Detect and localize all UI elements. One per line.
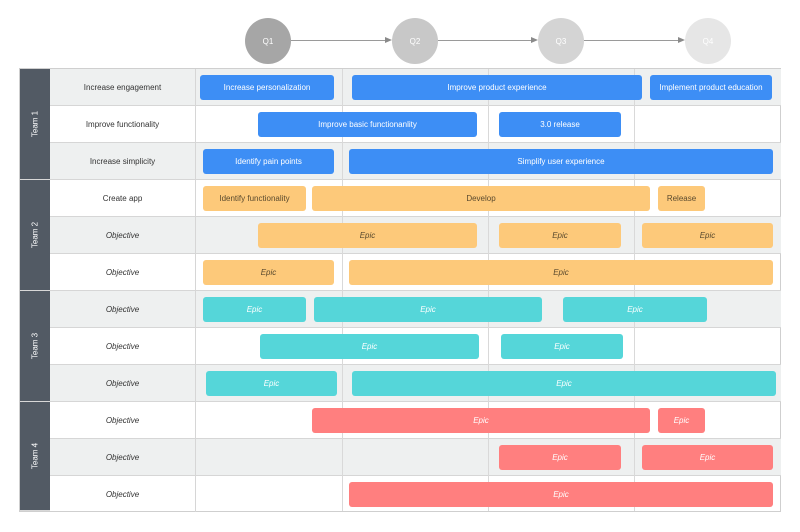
- team-band-1: Team 1: [20, 69, 50, 180]
- initiative-bar[interactable]: Identify functionality: [203, 186, 306, 211]
- epic-bar[interactable]: Epic: [258, 223, 477, 248]
- epic-bar[interactable]: Epic: [314, 297, 542, 322]
- timeline-connector: [438, 40, 531, 41]
- epic-bar[interactable]: Epic: [642, 445, 773, 470]
- row-label: Objective: [50, 439, 196, 475]
- epic-bar[interactable]: Epic: [203, 260, 334, 285]
- epic-bar[interactable]: Epic: [349, 260, 773, 285]
- epic-bar[interactable]: Epic: [658, 408, 705, 433]
- initiative-bar[interactable]: Identify pain points: [203, 149, 334, 174]
- roadmap-row: Improve functionality: [50, 106, 781, 143]
- epic-bar[interactable]: Epic: [203, 297, 306, 322]
- quarter-divider: [488, 69, 489, 511]
- row-label: Objective: [50, 402, 196, 438]
- quarter-marker-q4: Q4: [685, 18, 731, 64]
- initiative-bar[interactable]: Develop: [312, 186, 650, 211]
- epic-bar[interactable]: Epic: [499, 223, 621, 248]
- row-label: Objective: [50, 254, 196, 290]
- roadmap-row: Objective: [50, 402, 781, 439]
- row-label: Objective: [50, 291, 196, 327]
- roadmap-row: Objective: [50, 254, 781, 291]
- initiative-bar[interactable]: Increase personalization: [200, 75, 334, 100]
- epic-bar[interactable]: Epic: [349, 482, 773, 507]
- row-label: Objective: [50, 328, 196, 364]
- quarter-divider: [342, 69, 343, 511]
- epic-bar[interactable]: Epic: [352, 371, 776, 396]
- initiative-bar[interactable]: Improve product experience: [352, 75, 642, 100]
- quarter-marker-q3: Q3: [538, 18, 584, 64]
- team-label: Team 4: [30, 442, 40, 470]
- roadmap-grid: Team 1 Team 2 Team 3 Team 4 Increase eng…: [19, 68, 781, 512]
- roadmap-row: Objective: [50, 328, 781, 365]
- quarter-timeline: Q1 Q2 Q3 Q4: [0, 0, 800, 66]
- row-label: Objective: [50, 365, 196, 401]
- quarter-divider: [634, 69, 635, 511]
- row-label: Create app: [50, 180, 196, 216]
- team-band-2: Team 2: [20, 180, 50, 291]
- row-label: Increase engagement: [50, 69, 196, 105]
- team-label: Team 3: [30, 332, 40, 360]
- arrow-right-icon: [678, 37, 685, 43]
- epic-bar[interactable]: Epic: [499, 445, 621, 470]
- quarter-marker-q1: Q1: [245, 18, 291, 64]
- quarter-marker-q2: Q2: [392, 18, 438, 64]
- row-label: Increase simplicity: [50, 143, 196, 179]
- arrow-right-icon: [531, 37, 538, 43]
- row-label: Objective: [50, 476, 196, 512]
- row-label: Improve functionality: [50, 106, 196, 142]
- epic-bar[interactable]: Epic: [642, 223, 773, 248]
- epic-bar[interactable]: Epic: [312, 408, 650, 433]
- epic-bar[interactable]: Epic: [563, 297, 707, 322]
- epic-bar[interactable]: Epic: [206, 371, 337, 396]
- timeline-connector: [584, 40, 678, 41]
- epic-bar[interactable]: Epic: [260, 334, 479, 359]
- initiative-bar[interactable]: Improve basic functionanlity: [258, 112, 477, 137]
- roadmap-row: Create app: [50, 180, 781, 217]
- initiative-bar[interactable]: 3.0 release: [499, 112, 621, 137]
- initiative-bar[interactable]: Release: [658, 186, 705, 211]
- team-band-4: Team 4: [20, 402, 50, 511]
- arrow-right-icon: [385, 37, 392, 43]
- team-label: Team 2: [30, 221, 40, 249]
- timeline-connector: [291, 40, 385, 41]
- epic-bar[interactable]: Epic: [501, 334, 623, 359]
- team-band-3: Team 3: [20, 291, 50, 402]
- initiative-bar[interactable]: Simplify user experience: [349, 149, 773, 174]
- row-label: Objective: [50, 217, 196, 253]
- roadmap-row: Objective: [50, 476, 781, 513]
- initiative-bar[interactable]: Implement product education: [650, 75, 772, 100]
- team-label: Team 1: [30, 110, 40, 138]
